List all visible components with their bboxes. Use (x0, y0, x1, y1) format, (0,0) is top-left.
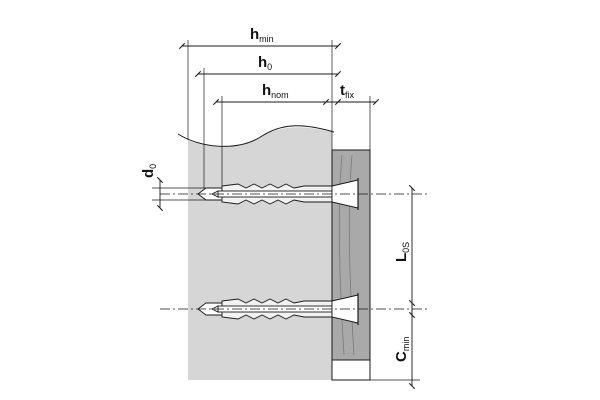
label-l0s: L0S (393, 242, 411, 262)
break-line (177, 125, 335, 147)
label-cmin: Cmin (393, 337, 411, 362)
label-tfix: tfix (340, 82, 355, 100)
label-hnom: hnom (262, 82, 289, 100)
label-d0: d0 (140, 164, 158, 178)
label-hmin: hmin (250, 26, 274, 44)
fixture-base (331, 359, 371, 381)
label-h0: h0 (258, 54, 272, 72)
base-material (188, 127, 332, 380)
